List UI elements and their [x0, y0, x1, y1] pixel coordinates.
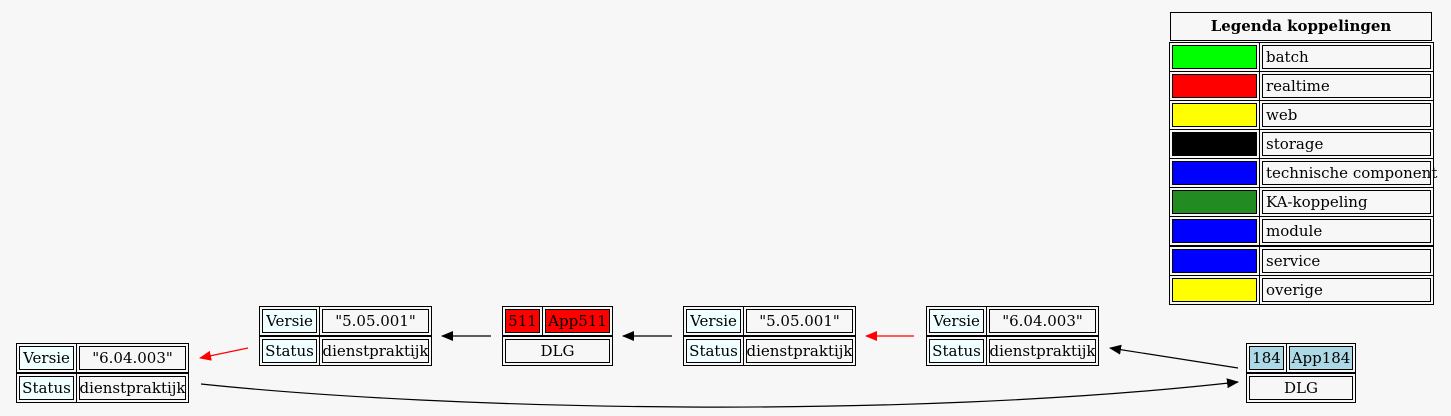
legend-label-realtime: realtime [1259, 71, 1434, 101]
status-key: Status [16, 373, 77, 403]
legend-swatch-service [1169, 246, 1260, 276]
legend-swatch-module [1169, 216, 1260, 246]
legend-swatch-storage [1169, 129, 1260, 159]
versie-value: "6.04.003" [986, 306, 1099, 336]
app-name: App184 [1286, 343, 1356, 373]
edge-iface-a-to-app184 [200, 378, 1239, 408]
versie-value: "6.04.003" [76, 343, 189, 373]
status-value: dienstpraktijk [986, 336, 1099, 366]
versie-value: "5.05.001" [319, 306, 432, 336]
legend-label-technische-component: technische component [1259, 158, 1437, 188]
status-key: Status [259, 336, 320, 366]
legend-swatch-batch [1169, 42, 1260, 72]
legend-label-overige: overige [1259, 275, 1434, 305]
edge-iface-b-to-iface-a [199, 347, 249, 361]
legend-swatch-realtime [1169, 71, 1260, 101]
versie-value: "5.05.001" [743, 306, 856, 336]
legend-title: Legenda koppelingen [1170, 12, 1432, 41]
legend-label-service: service [1259, 246, 1434, 276]
legend-label-ka-koppeling: KA-koppeling [1259, 187, 1434, 217]
status-key: Status [926, 336, 987, 366]
legend-label-web: web [1259, 100, 1434, 130]
app-id: 184 [1246, 343, 1287, 373]
status-key: Status [683, 336, 744, 366]
app-type: DLG [502, 336, 613, 366]
app-type: DLG [1246, 373, 1356, 403]
legend-label-storage: storage [1259, 129, 1434, 159]
legend-label-batch: batch [1259, 42, 1434, 72]
versie-key: Versie [16, 343, 77, 373]
versie-key: Versie [926, 306, 987, 336]
status-value: dienstpraktijk [319, 336, 432, 366]
legend-label-module: module [1259, 216, 1434, 246]
legend-swatch-overige [1169, 275, 1260, 305]
status-value: dienstpraktijk [743, 336, 856, 366]
edge-app184-to-iface-d [1109, 344, 1239, 369]
app-name: App511 [542, 306, 613, 336]
versie-key: Versie [683, 306, 744, 336]
status-value: dienstpraktijk [76, 373, 189, 403]
legend-swatch-technische-component [1169, 158, 1260, 188]
versie-key: Versie [259, 306, 320, 336]
legend-swatch-ka-koppeling [1169, 187, 1260, 217]
legend-swatch-web [1169, 100, 1260, 130]
app-id: 511 [502, 306, 543, 336]
